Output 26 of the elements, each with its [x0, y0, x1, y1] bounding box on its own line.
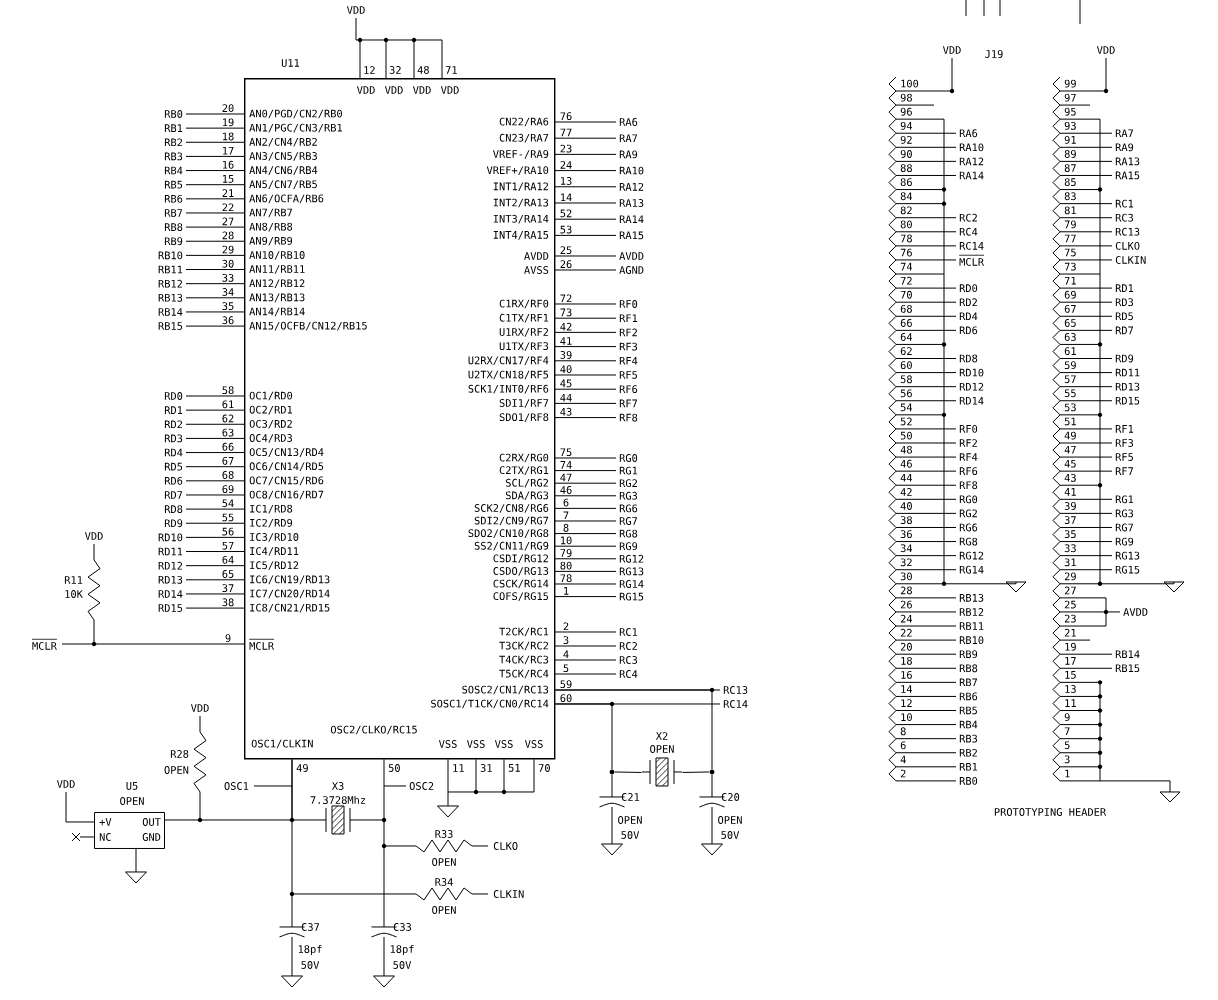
ground-symbol: [125, 871, 147, 884]
ground-symbol: [701, 843, 723, 856]
ground-symbol: [601, 843, 623, 856]
wire: [711, 774, 713, 798]
wire: [711, 806, 713, 845]
capacitor-symbol: [279, 926, 305, 938]
wire: [447, 758, 535, 807]
wire: [291, 936, 293, 977]
ground-symbol: [437, 805, 459, 818]
wire: [383, 936, 385, 977]
ground-symbol: [281, 975, 303, 988]
ground-symbol: [373, 975, 395, 988]
capacitor-symbol: [599, 796, 625, 808]
wire: [383, 758, 385, 928]
wire: [291, 758, 293, 928]
wire: [611, 806, 613, 845]
wire: [135, 848, 137, 873]
crystal-symbol: [655, 757, 669, 787]
wire: [682, 771, 710, 773]
crystal-symbol: [641, 759, 683, 785]
capacitor-symbol: [371, 926, 397, 938]
capacitor-symbol: [699, 796, 725, 808]
wire: [611, 774, 613, 798]
wire: [554, 703, 613, 770]
wire: [554, 689, 713, 770]
wire: [614, 771, 642, 773]
